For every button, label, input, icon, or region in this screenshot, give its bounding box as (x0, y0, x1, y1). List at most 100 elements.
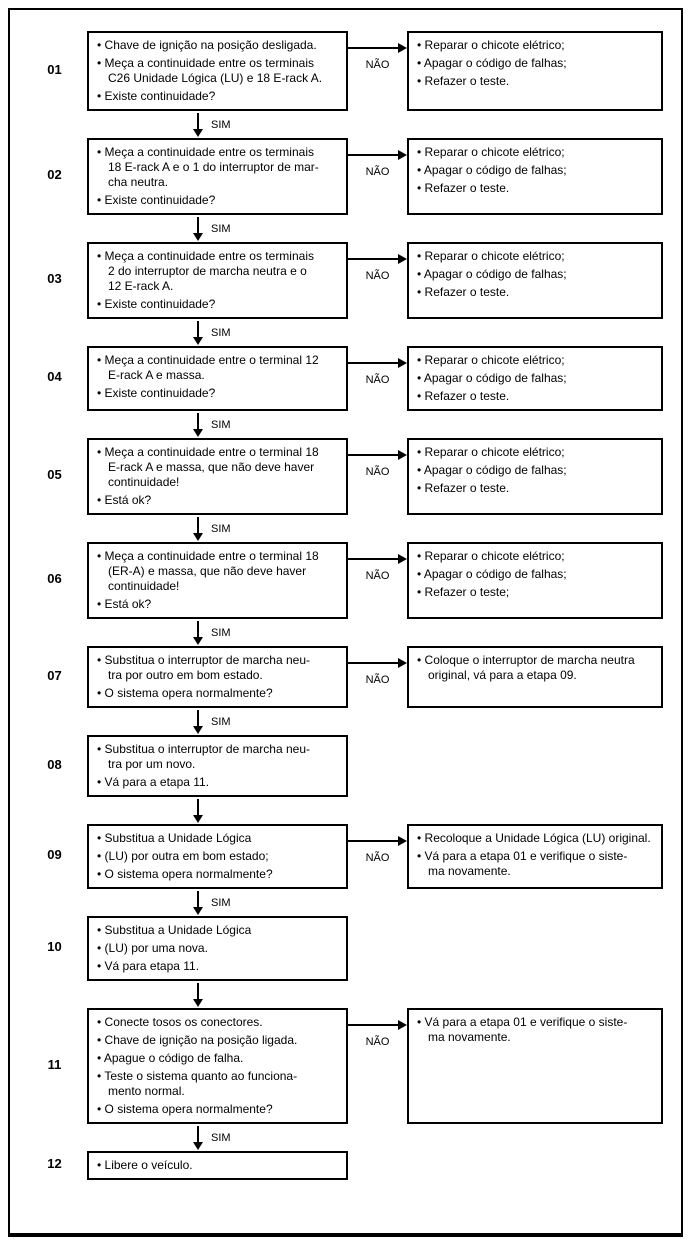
nao-arrow (348, 358, 407, 368)
down-arrowhead-icon (193, 906, 203, 915)
sim-label: SIM (211, 522, 231, 535)
nao-arrowhead-icon (398, 1020, 407, 1030)
nao-arrow (348, 43, 407, 53)
down-arrow-line (197, 982, 199, 999)
bullet-item: • Vá para etapa 11. (97, 959, 200, 973)
bullet-item: • Reparar o chicote elétrico; (417, 145, 565, 159)
down-connector: SIM (22, 111, 671, 138)
nao-connector: NÃO (348, 346, 407, 411)
nao-label: NÃO (365, 1036, 390, 1048)
bullet-item: • Meça a continuidade entre os terminais… (97, 145, 319, 189)
down-connector: SIM (22, 889, 671, 916)
step-left-box: • Conecte tosos os conectores.• Chave de… (87, 1008, 348, 1124)
step-row: 02 • Meça a continuidade entre os termin… (22, 138, 671, 215)
down-arrow-line (197, 320, 199, 337)
bullet-item: • Meça a continuidade entre o terminal 1… (97, 353, 319, 382)
down-arrow-icon (193, 1125, 203, 1150)
step-number: 04 (47, 369, 62, 384)
step-right-box: • Reparar o chicote elétrico; • Apagar o … (407, 438, 663, 515)
bullet-item: • Refazer o teste. (417, 181, 510, 195)
nao-arrowhead-icon (398, 450, 407, 460)
bullet-item: • Vá para a etapa 11. (97, 775, 210, 789)
step-left-box: • Meça a continuidade entre o terminal 1… (87, 438, 348, 515)
down-arrow-line (197, 112, 199, 129)
down-arrow-line (197, 1125, 199, 1142)
nao-label: NÃO (365, 374, 390, 386)
down-arrowhead-icon (193, 428, 203, 437)
down-connector: SIM (22, 411, 671, 438)
bullet-item: • Meça a continuidade entre o terminal 1… (97, 549, 319, 593)
nao-label: NÃO (365, 59, 390, 71)
bullet-item: • Reparar o chicote elétrico; (417, 353, 565, 367)
step-row: 07 • Substitua o interruptor de marcha n… (22, 646, 671, 708)
step-row: 11 • Conecte tosos os conectores.• Chave… (22, 1008, 671, 1124)
sim-arrow: SIM (193, 708, 348, 735)
step-left-box: • Substitua o interruptor de marcha neu-… (87, 735, 348, 797)
sim-label: SIM (211, 715, 231, 728)
bullet-item: • Existe continuidade? (97, 193, 216, 207)
bullet-item: • Apagar o código de falhas; (417, 371, 567, 385)
step-number: 02 (47, 167, 62, 182)
sim-label: SIM (211, 118, 231, 131)
step-row: 04 • Meça a continuidade entre o termina… (22, 346, 671, 411)
down-connector (22, 981, 671, 1008)
down-arrow-line (197, 216, 199, 233)
nao-arrowhead-icon (398, 836, 407, 846)
bullet-item: • Libere o veículo. (97, 1158, 193, 1172)
down-arrowhead-icon (193, 636, 203, 645)
down-arrow-icon (193, 216, 203, 241)
bullet-item: • Refazer o teste. (417, 285, 510, 299)
step-left-box: • Substitua a Unidade Lógica• (LU) por u… (87, 916, 348, 981)
step-number: 10 (47, 939, 62, 954)
nao-connector: NÃO (348, 31, 407, 111)
down-arrow-icon (193, 620, 203, 645)
step-right-box: • Reparar o chicote elétrico;• Apagar o … (407, 242, 663, 319)
bullet-item: • Apagar o código de falhas; (417, 163, 567, 177)
step-left-box: • Meça a continuidade entre o terminal 1… (87, 542, 348, 619)
step-left-box: • Substitua o interruptor de marcha neu-… (87, 646, 348, 708)
bullet-item: • Reparar o chicote elétrico; (417, 445, 565, 459)
sim-arrow: SIM (193, 515, 348, 542)
bullet-item: • Vá para a etapa 01 e verifique o siste… (417, 849, 628, 878)
bullet-item: • Substitua o interruptor de marcha neu-… (97, 742, 310, 771)
down-arrow-line (197, 516, 199, 533)
nao-arrow-line (348, 1024, 398, 1026)
down-arrow-icon (193, 516, 203, 541)
down-arrow-icon (193, 112, 203, 137)
sim-label: SIM (211, 896, 231, 909)
nao-label: NÃO (365, 166, 390, 178)
step-number: 07 (47, 667, 62, 683)
sim-arrow (193, 797, 348, 824)
bullet-item: • O sistema opera normalmente? (97, 686, 273, 700)
bullet-item: • Substitua o interruptor de marcha neu-… (97, 653, 310, 682)
nao-arrow (348, 150, 407, 160)
down-arrowhead-icon (193, 814, 203, 823)
down-connector (22, 797, 671, 824)
step-number: 09 (47, 847, 62, 862)
nao-connector: NÃO (348, 824, 407, 889)
nao-connector: NÃO (348, 542, 407, 619)
sim-arrow: SIM (193, 215, 348, 242)
down-arrow-icon (193, 798, 203, 823)
step-number: 01 (47, 61, 62, 77)
bullet-item: • Apagar o código de falhas; (417, 267, 567, 281)
bullet-item: • Substitua a Unidade Lógica (97, 923, 252, 937)
down-arrow-icon (193, 320, 203, 345)
nao-arrow-line (348, 662, 398, 664)
flowchart: 01 • Chave de ignição na posição desliga… (22, 31, 671, 1180)
bullet-item: • Apagar o código de falhas; (417, 463, 567, 477)
step-left-box: • Meça a continuidade entre os terminais… (87, 138, 348, 215)
sim-arrow: SIM (193, 619, 348, 646)
nao-arrow-line (348, 840, 398, 842)
nao-label: NÃO (365, 674, 390, 686)
bullet-item: • Reparar o chicote elétrico; (417, 549, 565, 563)
bullet-item: • Apagar o código de falhas; (417, 567, 567, 581)
bullet-item: • Está ok? (97, 493, 152, 507)
bullet-item: • O sistema opera normalmente? (97, 1102, 273, 1116)
down-arrowhead-icon (193, 532, 203, 541)
step-number: 05 (47, 467, 62, 482)
bullet-item: • Existe continuidade? (97, 89, 216, 103)
nao-arrow-line (348, 47, 398, 49)
sim-label: SIM (211, 626, 231, 639)
bullet-item: • Teste o sistema quanto ao funciona-men… (97, 1069, 298, 1098)
